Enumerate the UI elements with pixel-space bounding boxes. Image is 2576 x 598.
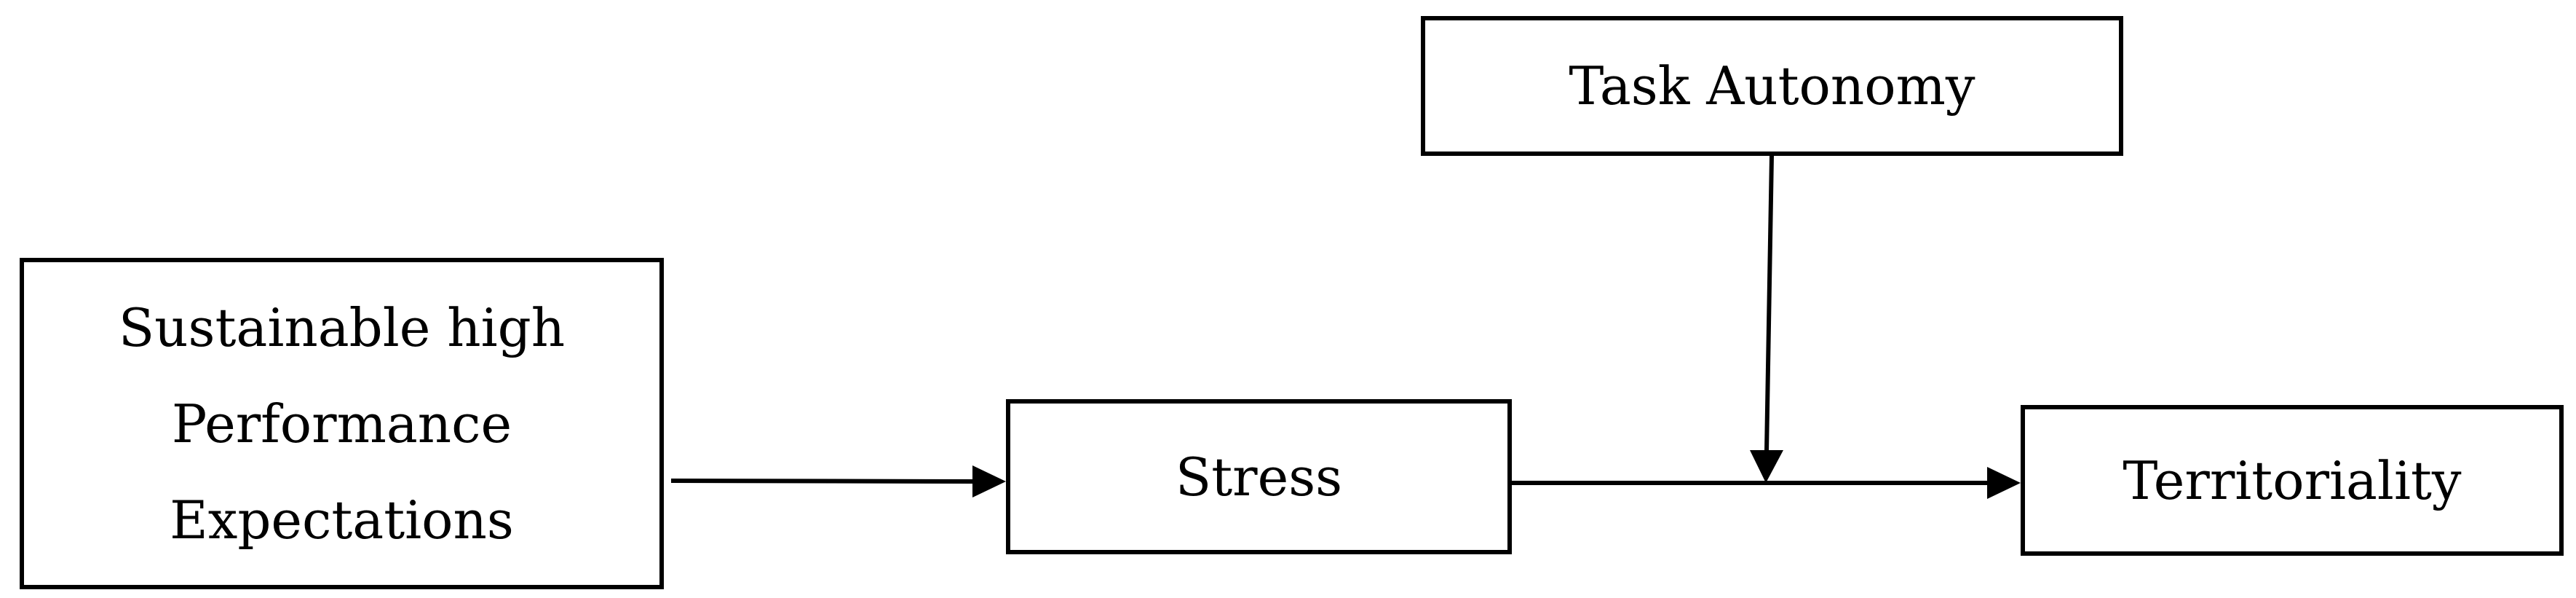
- node-task-autonomy-label: Task Autonomy: [1569, 55, 1975, 117]
- node-stress-label: Stress: [1175, 446, 1343, 508]
- node-territoriality-label: Territoriality: [2123, 449, 2462, 511]
- node-stress: Stress: [1006, 399, 1512, 554]
- node-sustainable-high-performance-expectations: Sustainable high Performance Expectation…: [20, 258, 664, 589]
- node-territoriality: Territoriality: [2021, 405, 2564, 556]
- node-predictor-line-3: Expectations: [170, 489, 514, 551]
- node-predictor-line-2: Performance: [171, 393, 512, 455]
- arrowhead-stress-to-territoriality: [1987, 467, 2021, 499]
- node-predictor-line-1: Sustainable high: [118, 296, 566, 358]
- node-task-autonomy: Task Autonomy: [1421, 16, 2123, 156]
- arrowhead-predictor-to-stress: [972, 465, 1006, 497]
- arrow-task-autonomy-moderation: [1764, 155, 1774, 452]
- arrowhead-task-autonomy-moderation: [1750, 450, 1783, 483]
